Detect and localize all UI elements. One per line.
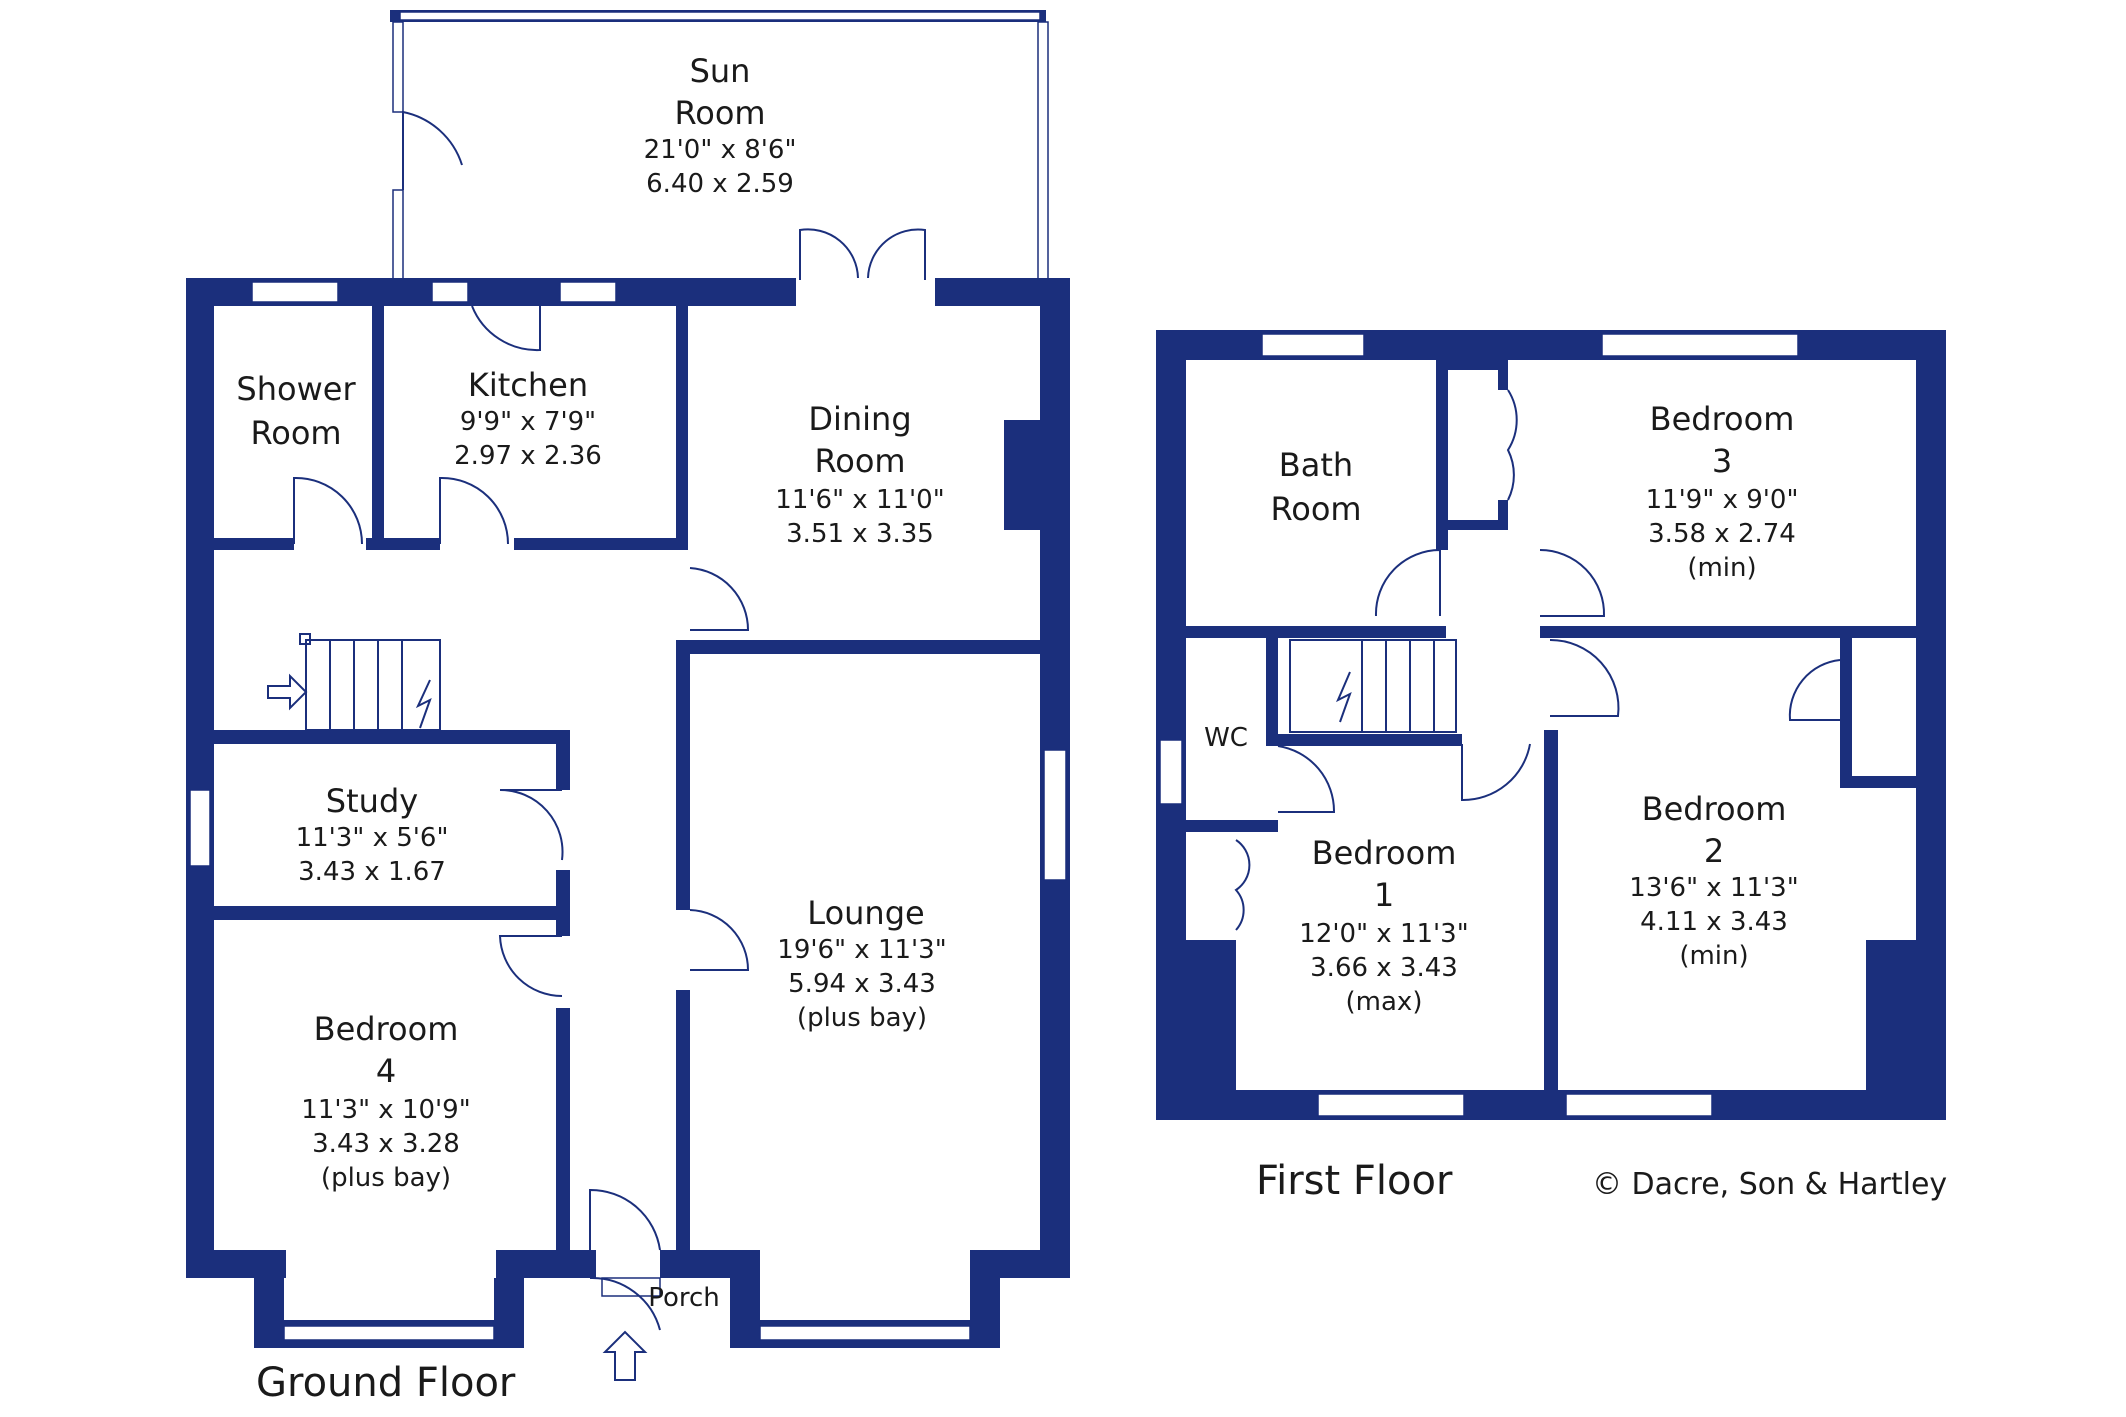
bedroom-4-label: Bedroom 4 11'3" x 10'9" 3.43 x 3.28 (plu… bbox=[301, 1010, 470, 1193]
svg-text:11'3" x 5'6": 11'3" x 5'6" bbox=[296, 823, 449, 853]
svg-text:9'9" x 7'9": 9'9" x 7'9" bbox=[460, 407, 596, 437]
first-floor-outer-walls bbox=[1156, 330, 1946, 1120]
first-floor-plan: Bath Room Bedroom 3 11'9" x 9'0" 3.58 x … bbox=[1156, 330, 1947, 1204]
ground-floor-outer-walls bbox=[186, 278, 1070, 1348]
svg-text:5.94 x 3.43: 5.94 x 3.43 bbox=[788, 969, 936, 999]
svg-text:2.97 x 2.36: 2.97 x 2.36 bbox=[454, 441, 602, 471]
svg-text:11'9" x 9'0": 11'9" x 9'0" bbox=[1646, 485, 1799, 515]
copyright-credit: © Dacre, Son & Hartley bbox=[1592, 1167, 1947, 1202]
entrance-arrow-icon bbox=[602, 1330, 648, 1381]
svg-text:Dining: Dining bbox=[808, 400, 911, 438]
svg-text:3.43 x 3.28: 3.43 x 3.28 bbox=[312, 1129, 460, 1159]
svg-text:Kitchen: Kitchen bbox=[468, 366, 588, 404]
svg-text:4.11 x 3.43: 4.11 x 3.43 bbox=[1640, 907, 1788, 937]
ground-floor-stairs bbox=[267, 633, 441, 731]
ground-floor-doors bbox=[293, 110, 926, 1331]
svg-text:(plus bay): (plus bay) bbox=[321, 1163, 451, 1193]
svg-text:6.40 x 2.59: 6.40 x 2.59 bbox=[646, 169, 794, 199]
bath-room-label: Bath Room bbox=[1270, 446, 1361, 528]
svg-text:2: 2 bbox=[1704, 832, 1724, 870]
svg-text:Study: Study bbox=[326, 782, 418, 820]
kitchen-label: Kitchen 9'9" x 7'9" 2.97 x 2.36 bbox=[454, 366, 602, 471]
sun-room-walls bbox=[390, 10, 1049, 281]
bedroom-1-label: Bedroom 1 12'0" x 11'3" 3.66 x 3.43 (max… bbox=[1299, 834, 1468, 1017]
svg-text:Bath: Bath bbox=[1279, 446, 1353, 484]
dining-room-label: Dining Room 11'6" x 11'0" 3.51 x 3.35 bbox=[775, 400, 944, 549]
ground-floor-internal-walls bbox=[214, 306, 1040, 1278]
svg-text:Bedroom: Bedroom bbox=[1312, 834, 1457, 872]
svg-text:1: 1 bbox=[1374, 876, 1394, 914]
shower-room-label: Shower Room bbox=[236, 370, 356, 452]
svg-text:12'0" x 11'3": 12'0" x 11'3" bbox=[1299, 919, 1468, 949]
ground-floor-plan: Sun Room 21'0" x 8'6" 6.40 x 2.59 Shower… bbox=[186, 10, 1070, 1406]
svg-text:3.43 x 1.67: 3.43 x 1.67 bbox=[298, 857, 446, 887]
first-floor-doors bbox=[1234, 389, 1841, 931]
svg-text:Lounge: Lounge bbox=[807, 894, 924, 932]
svg-text:3.51 x 3.35: 3.51 x 3.35 bbox=[786, 519, 934, 549]
lounge-label: Lounge 19'6" x 11'3" 5.94 x 3.43 (plus b… bbox=[777, 894, 946, 1033]
bedroom-2-label: Bedroom 2 13'6" x 11'3" 4.11 x 3.43 (min… bbox=[1629, 790, 1798, 971]
svg-text:3: 3 bbox=[1712, 442, 1732, 480]
svg-text:13'6" x 11'3": 13'6" x 11'3" bbox=[1629, 873, 1798, 903]
svg-text:Room: Room bbox=[1270, 490, 1361, 528]
svg-text:11'3" x 10'9": 11'3" x 10'9" bbox=[301, 1095, 470, 1125]
svg-text:19'6" x 11'3": 19'6" x 11'3" bbox=[777, 935, 946, 965]
svg-text:(plus bay): (plus bay) bbox=[797, 1003, 927, 1033]
sun-room-label: Sun Room 21'0" x 8'6" 6.40 x 2.59 bbox=[644, 52, 797, 199]
svg-text:Room: Room bbox=[250, 414, 341, 452]
first-floor-title: First Floor bbox=[1256, 1158, 1453, 1204]
wc-label: WC bbox=[1204, 723, 1248, 753]
porch-label: Porch bbox=[648, 1283, 720, 1313]
svg-text:Room: Room bbox=[674, 94, 765, 132]
svg-text:(min): (min) bbox=[1679, 941, 1748, 971]
bedroom-3-label: Bedroom 3 11'9" x 9'0" 3.58 x 2.74 (min) bbox=[1646, 400, 1799, 583]
svg-text:(min): (min) bbox=[1687, 553, 1756, 583]
svg-text:Bedroom: Bedroom bbox=[1642, 790, 1787, 828]
first-floor-stairs bbox=[1289, 639, 1457, 733]
svg-text:Bedroom: Bedroom bbox=[314, 1010, 459, 1048]
svg-text:11'6" x 11'0": 11'6" x 11'0" bbox=[775, 485, 944, 515]
svg-text:3.58 x 2.74: 3.58 x 2.74 bbox=[1648, 519, 1796, 549]
svg-text:21'0" x 8'6": 21'0" x 8'6" bbox=[644, 135, 797, 165]
svg-text:(max): (max) bbox=[1346, 987, 1423, 1017]
study-label: Study 11'3" x 5'6" 3.43 x 1.67 bbox=[296, 782, 449, 887]
first-floor-internal-walls bbox=[1186, 360, 1916, 1090]
ground-floor-title: Ground Floor bbox=[256, 1360, 516, 1406]
svg-text:3.66 x 3.43: 3.66 x 3.43 bbox=[1310, 953, 1458, 983]
svg-text:Sun: Sun bbox=[690, 52, 751, 90]
svg-text:Shower: Shower bbox=[236, 370, 356, 408]
svg-text:Room: Room bbox=[814, 442, 905, 480]
svg-text:Bedroom: Bedroom bbox=[1650, 400, 1795, 438]
svg-text:4: 4 bbox=[376, 1052, 396, 1090]
